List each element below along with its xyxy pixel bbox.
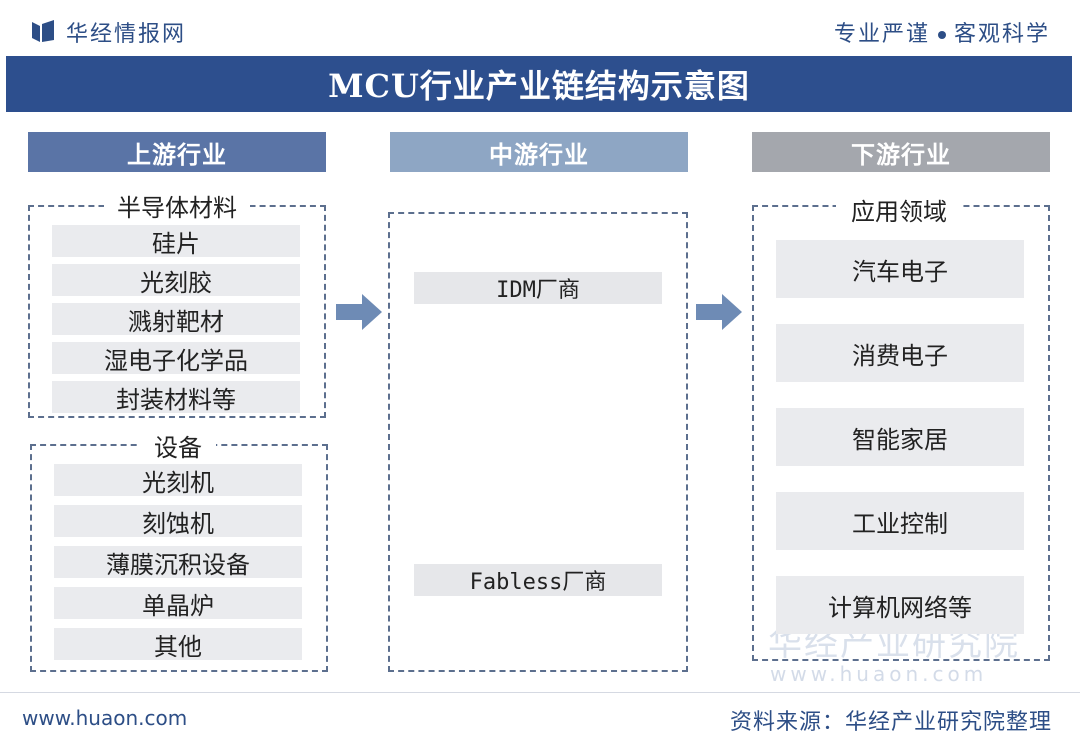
list-item: 溅射靶材 xyxy=(52,303,300,336)
midstream-header: 中游行业 xyxy=(390,132,688,172)
list-item: 薄膜沉积设备 xyxy=(54,546,302,579)
list-item: 工业控制 xyxy=(776,492,1024,550)
list-item: 消费电子 xyxy=(776,324,1024,382)
watermark-url: www.huaon.com xyxy=(770,662,988,686)
downstream-header: 下游行业 xyxy=(752,132,1050,172)
slogan-right: 客观科学 xyxy=(953,22,1050,47)
list-item: 汽车电子 xyxy=(776,240,1024,298)
list-item: 光刻胶 xyxy=(52,264,300,297)
page-title: MCU行业产业链结构示意图 xyxy=(328,67,750,105)
list-item: 智能家居 xyxy=(776,408,1024,466)
slogan-dot-icon xyxy=(937,31,946,39)
brand-logo-icon xyxy=(32,20,54,42)
slogan: 专业严谨客观科学 xyxy=(834,16,1050,48)
midstream-group xyxy=(388,212,688,672)
list-item: 其他 xyxy=(54,628,302,661)
list-item: 硅片 xyxy=(52,225,300,258)
footer-website[interactable]: www.huaon.com xyxy=(22,706,188,730)
midstream-item-fabless: Fabless厂商 xyxy=(414,564,662,596)
materials-group-label: 半导体材料 xyxy=(104,188,250,223)
list-item: 湿电子化学品 xyxy=(52,342,300,375)
arrow-right-icon xyxy=(696,294,742,330)
list-item: 刻蚀机 xyxy=(54,505,302,538)
list-item: 单晶炉 xyxy=(54,587,302,620)
title-bar: MCU行业产业链结构示意图 xyxy=(6,56,1072,112)
brand-name: 华经情报网 xyxy=(66,22,187,47)
slogan-left: 专业严谨 xyxy=(833,22,930,47)
list-item: 封装材料等 xyxy=(52,381,300,414)
midstream-item-idm: IDM厂商 xyxy=(414,272,662,304)
list-item: 计算机网络等 xyxy=(776,576,1024,634)
upstream-header: 上游行业 xyxy=(28,132,326,172)
footer-source: 资料来源：华经产业研究院整理 xyxy=(729,710,1052,735)
downstream-group-label: 应用领域 xyxy=(836,192,962,227)
list-item: 光刻机 xyxy=(54,464,302,497)
footer-divider xyxy=(0,692,1080,693)
arrow-right-icon xyxy=(336,294,382,330)
equipment-group-label: 设备 xyxy=(140,428,216,463)
